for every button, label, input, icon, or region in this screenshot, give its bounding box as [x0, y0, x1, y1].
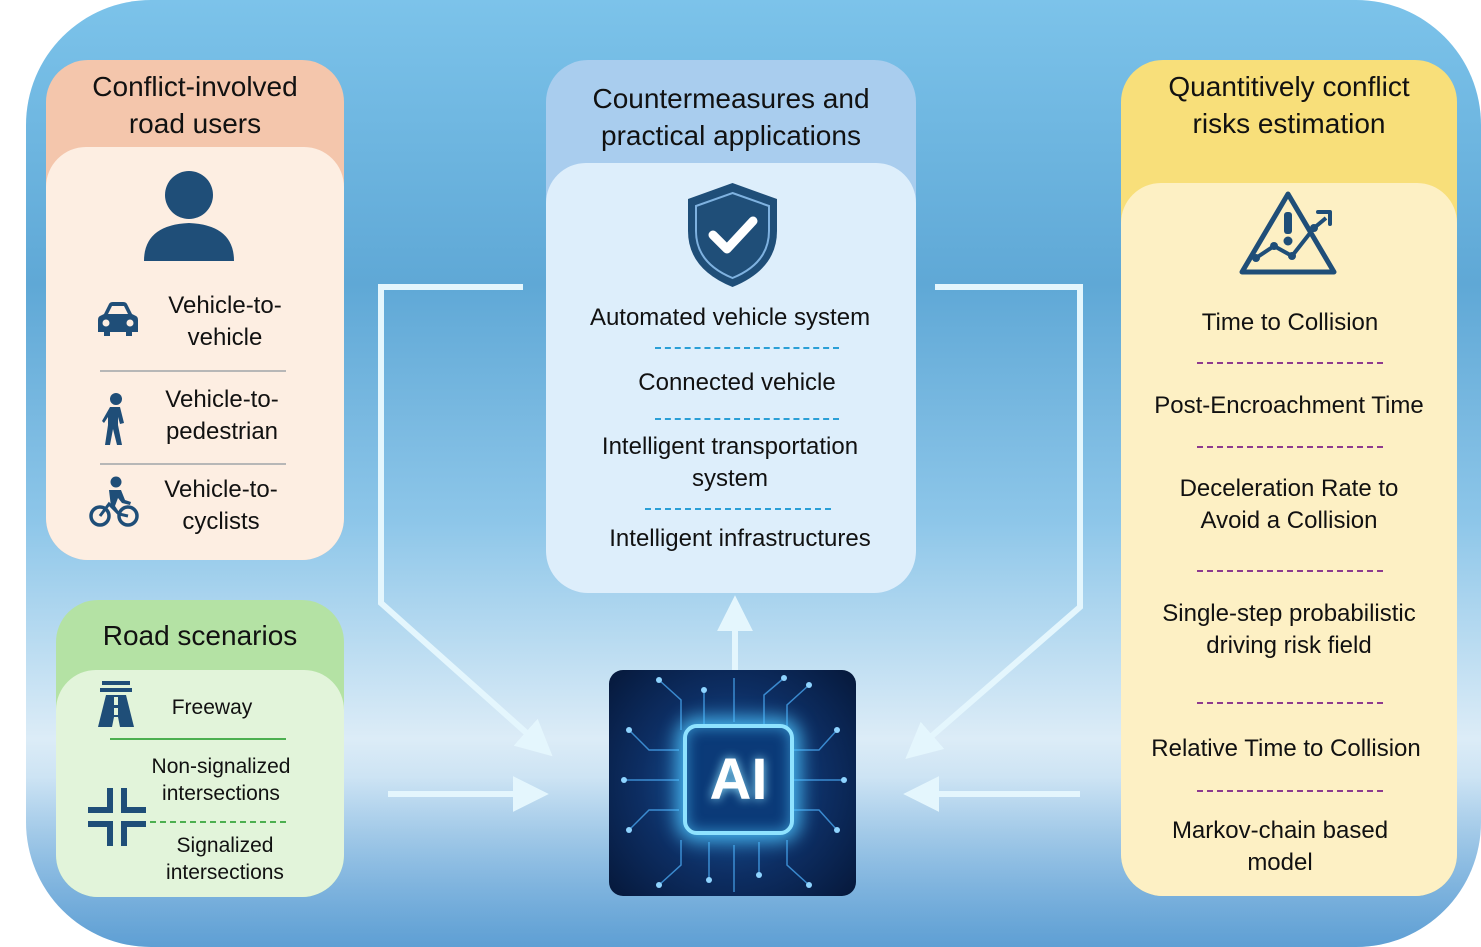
countermeasures-panel: Countermeasures and practical applicatio…	[546, 60, 916, 593]
risk-estimation-body	[1121, 183, 1457, 896]
dashed-divider	[1197, 790, 1383, 792]
intersection-icon	[88, 788, 146, 846]
signalized-label: Signalized intersections	[166, 834, 284, 884]
cyclist-icon	[89, 476, 139, 527]
connected-vehicle-label: Connected vehicle	[638, 369, 836, 396]
markov-label: Markov-chain based model	[1171, 817, 1389, 876]
ai-chip-label: AI	[709, 747, 768, 812]
divider	[100, 370, 286, 372]
person-icon	[144, 171, 234, 261]
dashed-divider	[655, 418, 839, 420]
dashed-divider	[1197, 570, 1383, 572]
dashed-divider	[645, 508, 831, 510]
pedestrian-icon	[102, 393, 124, 445]
road-users-title: Conflict-involved road users	[92, 71, 298, 139]
risk-chart-icon	[1239, 191, 1337, 275]
vehicle-to-vehicle-label: Vehicle-to-vehicle	[168, 292, 282, 351]
divider	[110, 738, 286, 740]
road-scenarios-title: Road scenarios	[102, 620, 298, 651]
countermeasures-title: Countermeasures and practical applicatio…	[592, 83, 870, 151]
road-scenarios-panel: Road scenarios	[56, 600, 344, 897]
drac-label: Deceleration Rate to Avoid a Collision	[1179, 475, 1399, 534]
dashed-divider	[1197, 702, 1383, 704]
divider	[100, 463, 286, 465]
intelligent-infrastructures-label: Intelligent infrastructures	[609, 525, 871, 552]
dashed-divider	[1197, 446, 1383, 448]
ttc-label: Time to Collision	[1201, 309, 1379, 336]
shield-check-icon	[688, 183, 777, 287]
dashed-divider	[150, 821, 286, 823]
its-label: Intelligent transportation system	[601, 433, 859, 492]
vehicle-to-cyclists-label: Vehicle-to-cyclists	[164, 476, 278, 535]
rttc-label: Relative Time to Collision	[1151, 735, 1421, 762]
vehicle-to-pedestrian-label: Vehicle-to-pedestrian	[165, 386, 279, 445]
risk-estimation-title: Quantitively conflict risks estimation	[1168, 71, 1410, 139]
ai-chip-core: AI	[683, 724, 794, 835]
arrow-users-to-ai	[378, 284, 553, 757]
dashed-divider	[655, 347, 839, 349]
car-icon	[98, 302, 138, 336]
risk-estimation-panel: Quantitively conflict risks estimation	[1121, 60, 1457, 896]
freeway-label: Freeway	[171, 696, 253, 719]
circuit-traces	[621, 675, 847, 892]
risk-field-label: Single-step probabilistic driving risk f…	[1162, 600, 1416, 659]
dashed-divider	[1197, 362, 1383, 364]
pet-label: Post-Encroachment Time	[1154, 392, 1424, 419]
ai-chip: AI	[609, 670, 856, 896]
freeway-icon	[98, 681, 134, 727]
non-signalized-label: Non-signalized intersections	[151, 755, 291, 805]
automated-vehicle-label: Automated vehicle system	[589, 304, 871, 331]
arrow-risk-to-ai	[905, 284, 1083, 760]
